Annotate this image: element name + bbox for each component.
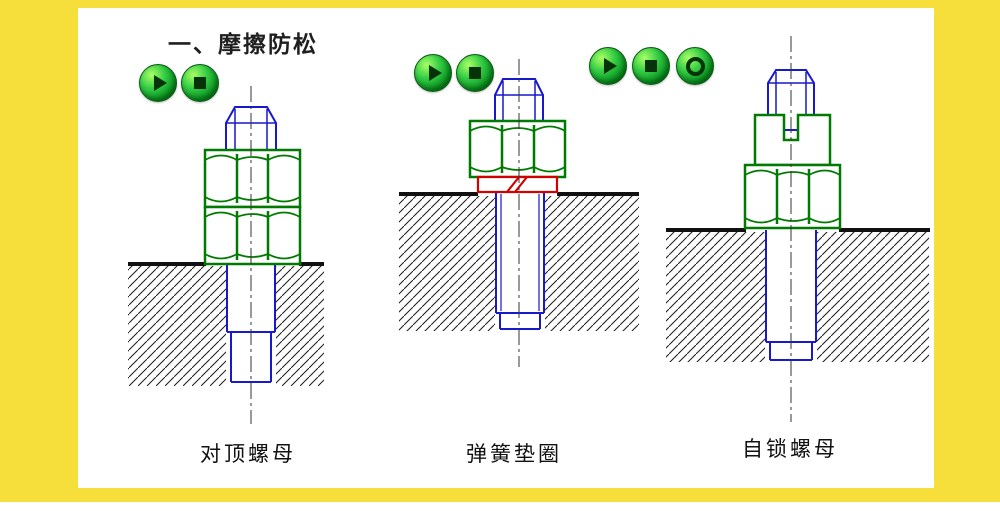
figure-self-locking-nut-diagram bbox=[666, 36, 930, 422]
play-button[interactable] bbox=[589, 47, 627, 85]
play-icon bbox=[428, 65, 442, 81]
record-button[interactable] bbox=[676, 47, 714, 85]
stop-button[interactable] bbox=[181, 64, 219, 102]
play-button[interactable] bbox=[414, 54, 452, 92]
stop-icon bbox=[469, 67, 481, 79]
bottom-strip bbox=[0, 502, 1000, 511]
figure-label-self-locking-nut: 自锁螺母 bbox=[742, 438, 838, 461]
stop-button[interactable] bbox=[632, 47, 670, 85]
play-icon bbox=[603, 58, 617, 74]
stop-icon bbox=[194, 77, 206, 89]
play-icon bbox=[153, 75, 167, 91]
record-icon bbox=[685, 56, 705, 76]
stop-icon bbox=[645, 60, 657, 72]
play-button[interactable] bbox=[139, 64, 177, 102]
figure-label-double-nut: 对顶螺母 bbox=[200, 443, 296, 466]
figure-spring-washer-diagram bbox=[399, 59, 639, 367]
slide-title: 一、摩擦防松 bbox=[168, 31, 318, 57]
stop-button[interactable] bbox=[456, 54, 494, 92]
figure-double-nut-diagram bbox=[128, 86, 324, 424]
figure-label-spring-washer: 弹簧垫圈 bbox=[466, 443, 562, 466]
